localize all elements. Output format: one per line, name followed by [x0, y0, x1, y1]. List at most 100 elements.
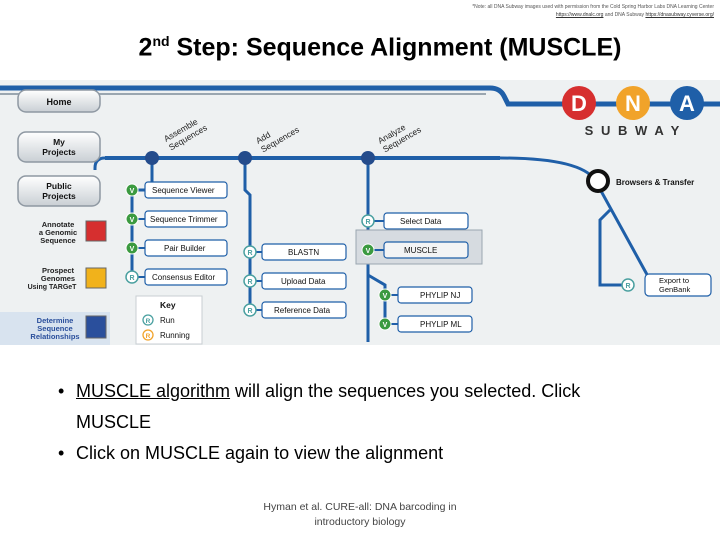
status-done-icon: V [383, 322, 388, 329]
logo-n: N [625, 91, 641, 116]
line-determine[interactable]: Determine Sequence Relationships [0, 312, 110, 345]
subway-map: Home My Projects Public Projects Annotat… [0, 85, 720, 345]
tool-muscle[interactable]: V MUSCLE [355, 229, 483, 265]
my-projects-label-2: Projects [42, 147, 76, 157]
export-label-1: Export to [659, 276, 689, 285]
prospect-swatch [85, 267, 107, 289]
public-projects-button[interactable]: Public Projects [17, 175, 101, 207]
station-analyze-label: Analyze Sequences [376, 122, 423, 155]
tool-export-genbank[interactable]: R Export to GenBank [621, 273, 712, 297]
muscle-label: MUSCLE [404, 246, 437, 255]
annotate-label-3: Sequence [40, 236, 75, 245]
line-annotate[interactable]: Annotate a Genomic Sequence [39, 220, 107, 245]
tool-blastn[interactable]: R BLASTN [243, 243, 347, 261]
tool-pair-builder[interactable]: V Pair Builder [125, 239, 228, 257]
status-run-icon: R [247, 308, 252, 315]
status-key: Key R Run R Running [135, 295, 203, 345]
rail-phylip [367, 273, 387, 330]
station-add-label: Add Sequences [254, 124, 301, 154]
station-assemble-label: Assemble Sequences [162, 116, 209, 152]
tool-reference-data[interactable]: R Reference Data [243, 301, 347, 319]
blastn-label: BLASTN [288, 248, 319, 257]
determine-swatch [85, 315, 107, 339]
browsers-station-icon [586, 169, 610, 193]
determine-label-2: Sequence [37, 324, 72, 333]
station-assemble[interactable] [145, 151, 159, 165]
tool-phylip-nj[interactable]: V PHYLIP NJ [378, 286, 473, 304]
tool-consensus-editor[interactable]: R Consensus Editor [125, 268, 228, 286]
attribution-text: *Note: all DNA Subway images used with p… [472, 4, 714, 10]
tool-phylip-ml[interactable]: V PHYLIP ML [378, 315, 473, 333]
title-text: Step: Sequence Alignment (MUSCLE) [169, 33, 622, 62]
consensus-editor-label: Consensus Editor [152, 273, 215, 282]
logo-word: S U B W A Y [585, 123, 682, 138]
top-rail [0, 85, 720, 107]
bullet-text: will align the sequences you selected. C… [230, 381, 581, 401]
run-letter: R [146, 318, 151, 325]
prospect-label-1: Prospect [42, 266, 75, 275]
public-projects-label-2: Projects [42, 191, 76, 201]
footer-citation: Hyman et al. CURE-all: DNA barcoding in … [250, 500, 470, 530]
run-icon [142, 314, 154, 326]
title-ordinal: 2 [138, 33, 153, 62]
logo-d-circle [562, 86, 596, 120]
determine-label-1: Determine [37, 316, 74, 325]
dnasubway-link[interactable]: https://dnasubway.cyverse.org/ [645, 12, 714, 18]
attribution-note: *Note: all DNA Subway images used with p… [454, 3, 714, 19]
sequence-trimmer-label: Sequence Trimmer [150, 215, 218, 224]
browsers-transfer[interactable]: Browsers & Transfer [586, 169, 694, 193]
bullet-text: Click on MUSCLE again to view the alignm… [76, 443, 444, 463]
export-label-2: GenBank [659, 285, 691, 294]
line-prospect[interactable]: Prospect Genomes Using TARGeT [28, 266, 107, 291]
status-run-icon: R [247, 279, 252, 286]
status-run-icon: R [365, 219, 370, 226]
key-running-label: Running [160, 331, 190, 340]
footer-line-1: Hyman et al. CURE-all: DNA barcoding in [263, 501, 457, 513]
status-done-icon: V [383, 293, 388, 300]
annotate-swatch [85, 220, 107, 242]
station-add[interactable] [238, 151, 252, 165]
prospect-label-2: Genomes [41, 274, 75, 283]
reference-data-label: Reference Data [274, 306, 331, 315]
key-title: Key [160, 300, 176, 310]
tool-upload-data[interactable]: R Upload Data [243, 272, 347, 290]
pair-builder-label: Pair Builder [164, 244, 206, 253]
dnalc-link[interactable]: https://www.dnalc.org [555, 12, 604, 18]
status-run-icon: R [129, 275, 134, 282]
determine-label-3: Relationships [30, 332, 79, 341]
tool-sequence-trimmer[interactable]: V Sequence Trimmer [125, 210, 228, 228]
status-done-icon: V [130, 246, 135, 253]
footer-line-2: introductory biology [314, 516, 406, 528]
station-analyze[interactable] [361, 151, 375, 165]
my-projects-button[interactable]: My Projects [17, 131, 101, 163]
status-done-icon: V [130, 188, 135, 195]
bullet-item: Click on MUSCLE again to view the alignm… [58, 438, 678, 469]
dna-subway-screenshot: Home My Projects Public Projects Annotat… [0, 80, 720, 345]
status-run-icon: R [247, 250, 252, 257]
status-done-icon: V [130, 217, 135, 224]
slide-title: 2nd Step: Sequence Alignment (MUSCLE) [0, 33, 720, 62]
logo-d: D [571, 91, 587, 116]
running-icon [142, 329, 154, 341]
key-run-label: Run [160, 316, 175, 325]
logo-a: A [679, 91, 695, 116]
status-done-icon: V [366, 248, 371, 255]
tool-sequence-viewer[interactable]: V Sequence Viewer [125, 181, 228, 199]
annotate-label-2: a Genomic [39, 228, 77, 237]
prospect-label-3: Using TARGeT [28, 284, 78, 291]
annotate-label-1: Annotate [42, 220, 75, 229]
phylip-ml-label: PHYLIP ML [420, 320, 462, 329]
muscle-algorithm-link[interactable]: MUSCLE algorithm [76, 381, 231, 401]
sequence-viewer-label: Sequence Viewer [152, 186, 215, 195]
logo-a-circle [670, 86, 704, 120]
home-label: Home [46, 97, 71, 107]
dna-subway-logo: D N A S U B W A Y [562, 86, 704, 138]
instruction-list: MUSCLE algorithm will align the sequence… [58, 376, 678, 469]
home-button[interactable]: Home [17, 89, 101, 113]
tool-select-data[interactable]: R Select Data [361, 212, 469, 230]
attribution-mid: and DNA Subway [604, 12, 645, 18]
rail-add [243, 158, 252, 312]
upload-data-label: Upload Data [281, 277, 326, 286]
bullet-continuation: MUSCLE [76, 412, 152, 432]
bullet-item: MUSCLE algorithm will align the sequence… [58, 376, 678, 438]
